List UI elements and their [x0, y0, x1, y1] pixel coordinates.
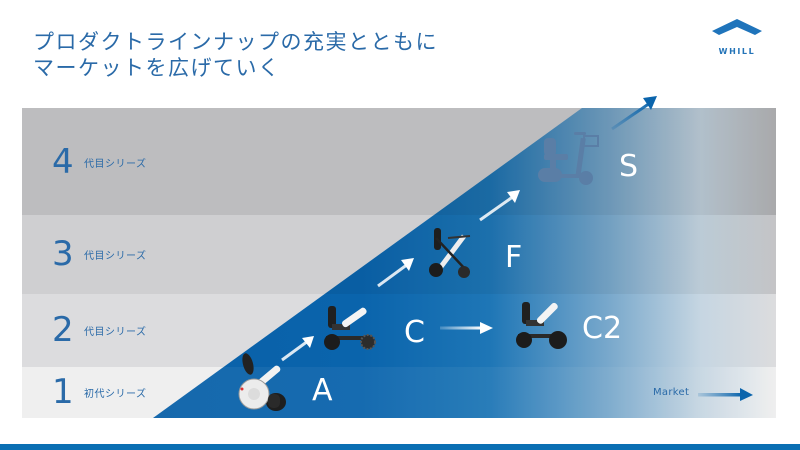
arrow-up-right-icon	[611, 96, 657, 131]
band-number: 2	[52, 310, 74, 350]
band-number: 3	[52, 234, 74, 274]
arrow-up-right-icon	[377, 258, 414, 288]
band-number: 4	[52, 142, 74, 182]
generation-diagram: 4 代目シリーズ 3 代目シリーズ 2 代目シリーズ 1 初代シリーズ A C	[22, 108, 776, 418]
arrow-up-right-icon	[281, 336, 314, 362]
band-label-3: 3 代目シリーズ	[52, 234, 147, 274]
band-text: 代目シリーズ	[84, 158, 147, 170]
band-number: 1	[52, 372, 74, 412]
product-label-f: F	[505, 240, 523, 275]
market-label: Market	[653, 387, 690, 398]
band-text: 代目シリーズ	[84, 326, 147, 338]
band-text: 代目シリーズ	[84, 250, 147, 262]
title-line-2: マーケットを広げていく	[33, 56, 281, 80]
arrow-right-icon	[440, 322, 493, 334]
whill-logo: WHILL	[712, 18, 762, 62]
band-label-4: 4 代目シリーズ	[52, 142, 147, 182]
arrow-up-right-icon	[479, 190, 520, 222]
bottom-accent-bar	[0, 444, 800, 450]
wheelchair-model-a-icon	[238, 353, 286, 411]
band-label-1: 1 初代シリーズ	[52, 372, 147, 412]
wheelchair-model-f-icon	[429, 228, 471, 278]
band-label-2: 2 代目シリーズ	[52, 310, 147, 350]
band-text: 初代シリーズ	[84, 388, 147, 400]
product-label-s: S	[619, 149, 639, 184]
product-label-c: C	[404, 315, 425, 350]
title-line-1: プロダクトラインナップの充実とともに	[33, 30, 438, 54]
scooter-model-s-icon	[538, 132, 599, 185]
whill-chevron-logo-icon	[712, 19, 762, 35]
product-label-c2: C2	[582, 311, 623, 346]
wheelchair-model-c-icon	[324, 306, 376, 350]
page-title: プロダクトラインナップの充実とともに マーケットを広げていく	[33, 29, 438, 81]
product-label-a: A	[312, 373, 333, 408]
arrow-right-icon	[698, 388, 753, 401]
wheelchair-model-c2-icon	[516, 302, 567, 349]
logo-text: WHILL	[718, 47, 756, 56]
